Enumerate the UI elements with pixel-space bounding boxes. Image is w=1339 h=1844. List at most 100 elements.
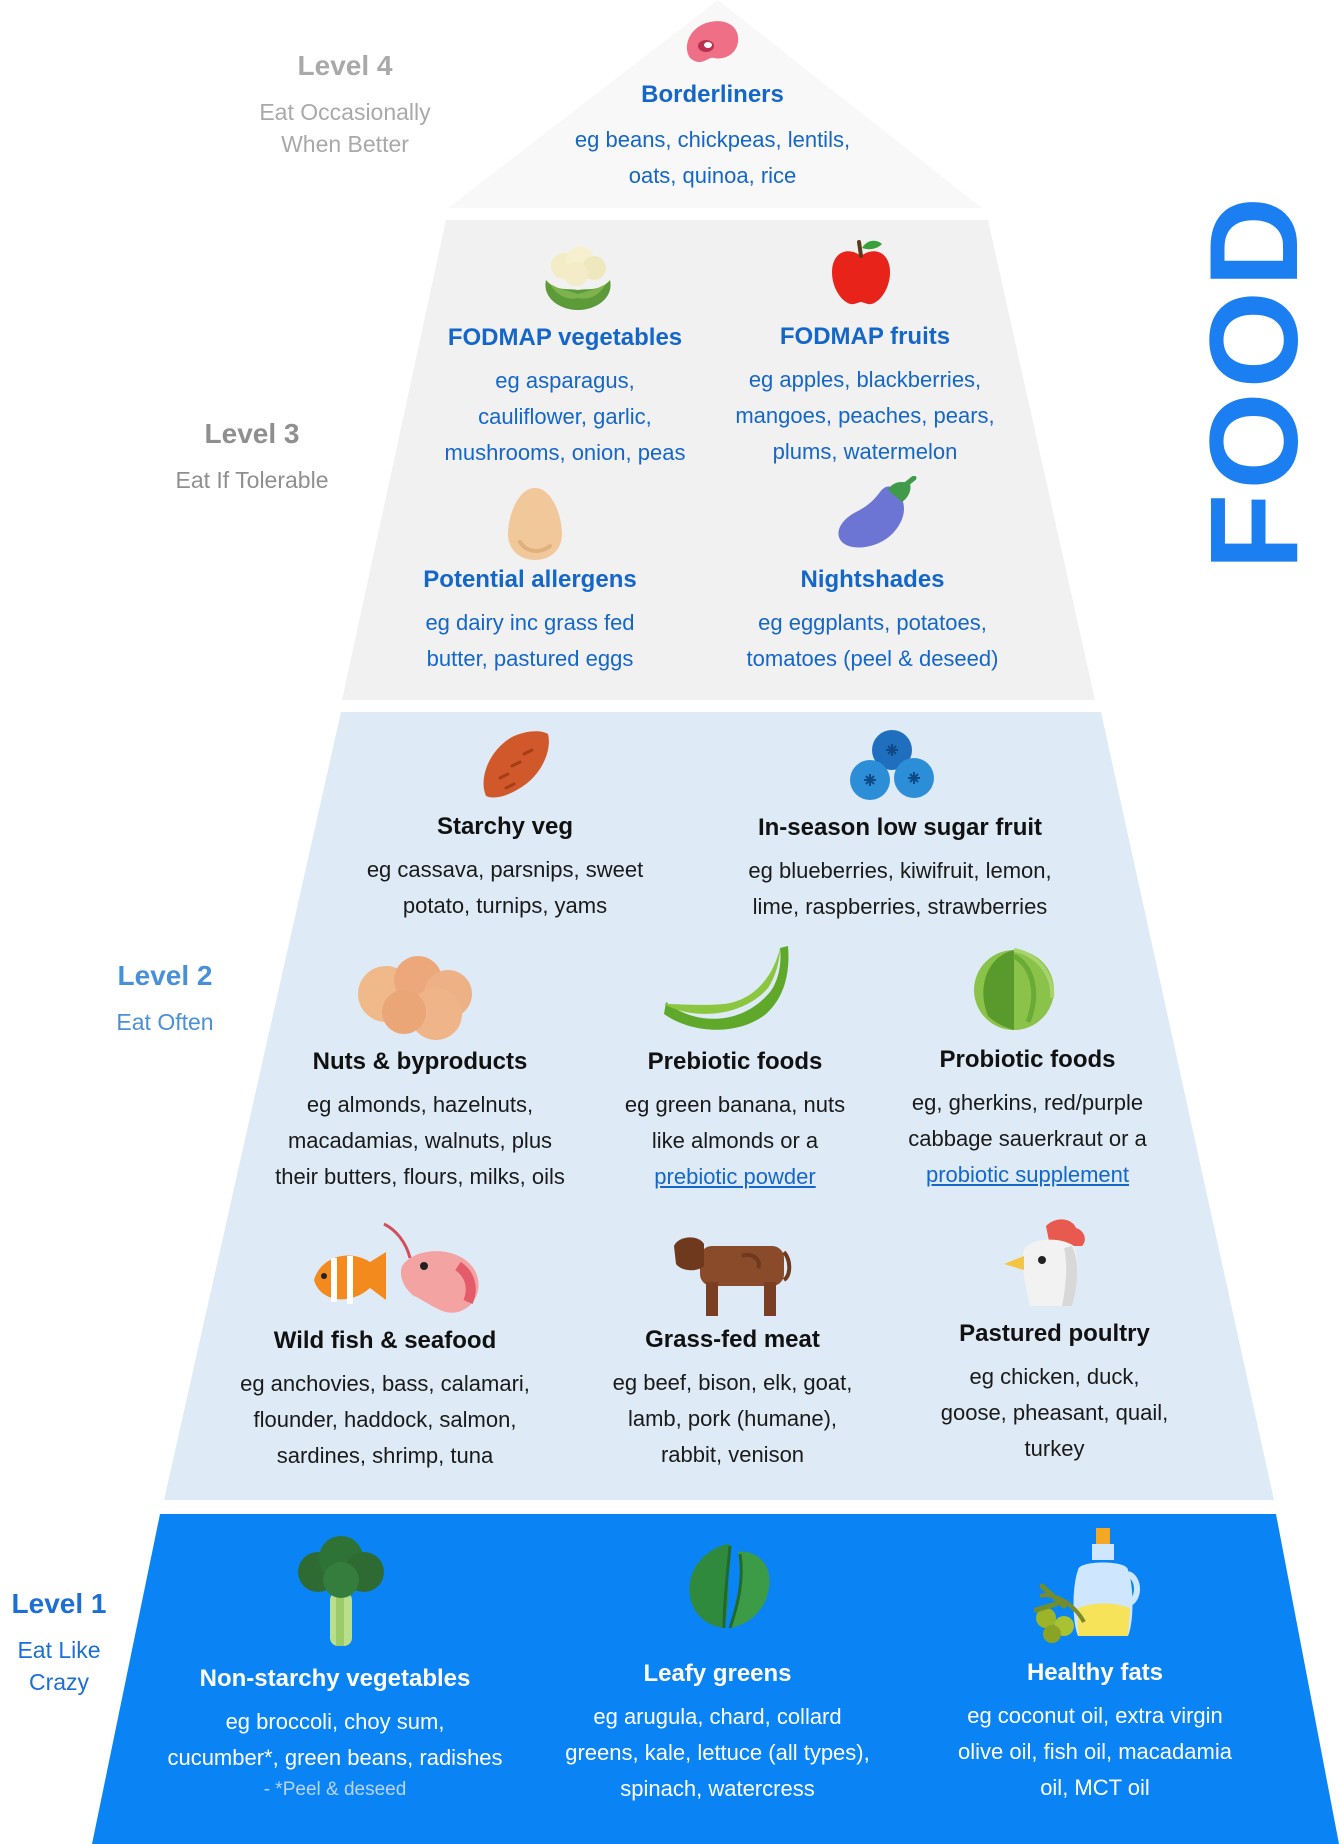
leafy-greens-line3: spinach, watercress: [620, 1776, 815, 1801]
healthy-fats-title: Healthy fats: [1026, 1659, 1164, 1686]
fodmap-fruits-group: FODMAP fruits eg apples, blackberries, m…: [715, 322, 1015, 470]
fish-desc: eg anchovies, bass, calamari, flounder, …: [220, 1366, 550, 1474]
borderliners-line2: oats, quinoa, rice: [628, 163, 797, 188]
probiotic-supplement-link[interactable]: probiotic supplement: [925, 1162, 1129, 1187]
chicken-icon: [1004, 1219, 1085, 1306]
allergens-line2: butter, pastured eggs: [426, 646, 634, 671]
bean-icon: [686, 21, 739, 63]
probiotic-group: Probiotic foods eg, gherkins, red/purple…: [880, 1045, 1175, 1193]
nuts-icon: [358, 956, 472, 1040]
leafy-greens-line1: eg arugula, chard, collard: [593, 1704, 842, 1729]
poultry-desc: eg chicken, duck, goose, pheasant, quail…: [912, 1359, 1197, 1467]
level1-subtitle-line1: Eat Like: [17, 1637, 101, 1663]
nuts-line1: eg almonds, hazelnuts,: [306, 1092, 534, 1117]
low-sugar-fruit-title: In-season low sugar fruit: [757, 814, 1043, 841]
level4-tier: [448, 0, 982, 208]
poultry-line3: turkey: [1024, 1436, 1085, 1461]
level2-subtitle: Eat Often: [116, 1009, 214, 1035]
sweet-potato-icon: [483, 731, 549, 798]
level3-tier: [342, 220, 1095, 700]
allergens-group: Potential allergens eg dairy inc grass f…: [390, 565, 670, 677]
probiotic-line2: cabbage sauerkraut or a: [908, 1126, 1147, 1151]
fodmap-fruits-desc: eg apples, blackberries, mangoes, peache…: [715, 362, 1015, 470]
low-sugar-fruit-desc: eg blueberries, kiwifruit, lemon, lime, …: [720, 853, 1080, 925]
fish-title: Wild fish & seafood: [273, 1327, 497, 1354]
poultry-group: Pastured poultry eg chicken, duck, goose…: [912, 1319, 1197, 1467]
fodmap-fruits-line3: plums, watermelon: [772, 439, 958, 464]
fish-line1: eg anchovies, bass, calamari,: [240, 1371, 530, 1396]
starchy-veg-line2: potato, turnips, yams: [402, 893, 608, 918]
prebiotic-title: Prebiotic foods: [647, 1048, 823, 1075]
fish-line3: sardines, shrimp, tuna: [276, 1443, 494, 1468]
allergens-line1: eg dairy inc grass fed: [425, 610, 635, 635]
poultry-line2: goose, pheasant, quail,: [940, 1400, 1169, 1425]
fodmap-veg-group: FODMAP vegetables eg asparagus, cauliflo…: [420, 323, 710, 471]
fish-line2: flounder, haddock, salmon,: [253, 1407, 517, 1432]
prebiotic-group: Prebiotic foods eg green banana, nuts li…: [590, 1047, 880, 1195]
cow-icon: [674, 1237, 792, 1316]
starchy-veg-desc: eg cassava, parsnips, sweet potato, turn…: [340, 852, 670, 924]
meat-group: Grass-fed meat eg beef, bison, elk, goat…: [590, 1325, 875, 1473]
prebiotic-line2: like almonds or a: [651, 1128, 819, 1153]
probiotic-title: Probiotic foods: [939, 1046, 1116, 1073]
starchy-veg-title: Starchy veg: [436, 813, 574, 840]
level2-label: Level 2 Eat Often: [80, 960, 250, 1038]
level1-label: Level 1 Eat Like Crazy: [0, 1588, 118, 1698]
fodmap-veg-title: FODMAP vegetables: [447, 324, 683, 351]
level3-label: Level 3 Eat If Tolerable: [140, 418, 364, 496]
fodmap-veg-line1: eg asparagus,: [495, 368, 635, 393]
low-sugar-fruit-group: In-season low sugar fruit eg blueberries…: [720, 813, 1080, 925]
healthy-fats-line2: olive oil, fish oil, macadamia: [958, 1739, 1232, 1764]
probiotic-line1: eg, gherkins, red/purple: [911, 1090, 1144, 1115]
fodmap-veg-line2: cauliflower, garlic,: [478, 404, 652, 429]
leafy-greens-desc: eg arugula, chard, collard greens, kale,…: [545, 1699, 890, 1807]
nonstarchy-desc: eg broccoli, choy sum, cucumber*, green …: [145, 1704, 525, 1776]
fodmap-fruits-line2: mangoes, peaches, pears,: [735, 403, 995, 428]
olive-oil-icon: [1034, 1528, 1140, 1643]
meat-line3: rabbit, venison: [660, 1442, 805, 1467]
allergens-title: Potential allergens: [423, 566, 637, 593]
level3-subtitle: Eat If Tolerable: [175, 467, 329, 493]
nuts-line3: their butters, flours, milks, oils: [275, 1164, 565, 1189]
starchy-veg-line1: eg cassava, parsnips, sweet: [366, 857, 644, 882]
nightshades-title: Nightshades: [800, 566, 945, 593]
fish-shrimp-icon: [314, 1222, 479, 1313]
leafy-greens-line2: greens, kale, lettuce (all types),: [565, 1740, 870, 1765]
prebiotic-line1: eg green banana, nuts: [624, 1092, 846, 1117]
healthy-fats-desc: eg coconut oil, extra virgin olive oil, …: [935, 1698, 1255, 1806]
nightshades-line2: tomatoes (peel & deseed): [746, 646, 999, 671]
level4-title: Level 4: [297, 50, 393, 81]
fodmap-fruits-line1: eg apples, blackberries,: [748, 367, 982, 392]
borderliners-title: Borderliners: [641, 81, 784, 108]
prebiotic-powder-link[interactable]: prebiotic powder: [654, 1164, 816, 1189]
fodmap-veg-desc: eg asparagus, cauliflower, garlic, mushr…: [420, 363, 710, 471]
nonstarchy-line2: cucumber*, green beans, radishes: [167, 1745, 503, 1770]
green-banana-icon: [664, 946, 789, 1030]
leafy-greens-group: Leafy greens eg arugula, chard, collard …: [545, 1659, 890, 1807]
spinach-icon: [689, 1544, 770, 1629]
nonstarchy-title: Non-starchy vegetables: [199, 1665, 471, 1692]
level3-title: Level 3: [204, 418, 300, 449]
food-side-title: FOOD: [1185, 192, 1324, 570]
nuts-title: Nuts & byproducts: [312, 1048, 528, 1075]
meat-title: Grass-fed meat: [645, 1326, 820, 1353]
healthy-fats-line1: eg coconut oil, extra virgin: [967, 1703, 1223, 1728]
cabbage-icon: [974, 948, 1055, 1030]
level1-title: Level 1: [11, 1588, 107, 1619]
level1-tier: [92, 1514, 1339, 1844]
cauliflower-icon: [545, 246, 611, 310]
egg-icon: [508, 488, 562, 560]
broccoli-icon: [298, 1536, 384, 1646]
level4-subtitle-line2: When Better: [281, 131, 409, 157]
nonstarchy-note: - *Peel & deseed: [263, 1779, 407, 1800]
healthy-fats-group: Healthy fats eg coconut oil, extra virgi…: [935, 1658, 1255, 1806]
level4-label: Level 4 Eat Occasionally When Better: [230, 50, 460, 160]
probiotic-desc: eg, gherkins, red/purple cabbage sauerkr…: [880, 1085, 1175, 1193]
meat-desc: eg beef, bison, elk, goat, lamb, pork (h…: [590, 1365, 875, 1473]
blueberries-icon: [850, 730, 934, 800]
low-sugar-fruit-line1: eg blueberries, kiwifruit, lemon,: [748, 858, 1052, 883]
level4-subtitle-line1: Eat Occasionally: [259, 99, 431, 125]
nonstarchy-line1: eg broccoli, choy sum,: [225, 1709, 445, 1734]
poultry-line1: eg chicken, duck,: [969, 1364, 1140, 1389]
meat-line1: eg beef, bison, elk, goat,: [612, 1370, 853, 1395]
